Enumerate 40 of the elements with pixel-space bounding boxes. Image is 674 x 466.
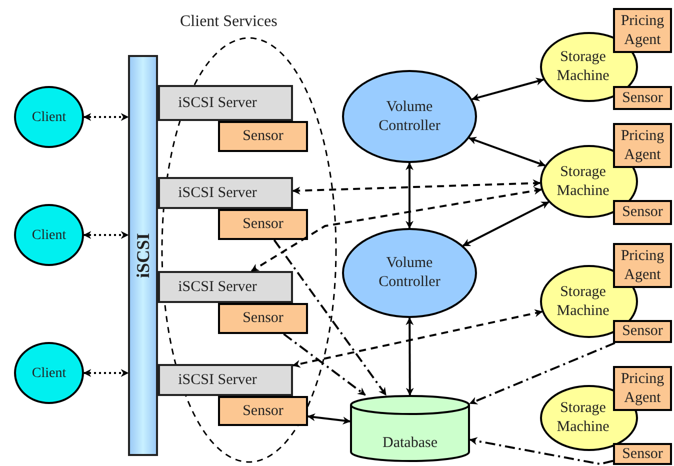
sensor-box: Sensor	[218, 121, 308, 152]
arrow	[471, 78, 544, 102]
arrow	[469, 437, 614, 466]
server-box: iSCSI Server	[158, 364, 293, 396]
server-box: iSCSI Server	[158, 177, 293, 209]
arrow	[468, 136, 546, 167]
arrow	[250, 186, 542, 272]
arrow	[406, 162, 414, 229]
iscsi-bar: iSCSI	[128, 55, 158, 456]
agent-box: Pricing Agent	[613, 243, 672, 288]
arrow	[406, 317, 414, 396]
arrow	[273, 239, 387, 396]
sensor-box: Sensor	[218, 396, 308, 426]
arrow	[283, 333, 366, 396]
agent-box: Pricing Agent	[613, 123, 672, 168]
arrow	[83, 231, 129, 239]
client-circle: Client	[14, 342, 84, 404]
agent-box: Pricing Agent	[613, 366, 672, 411]
sensor-box: Sensor	[613, 320, 672, 343]
sensor-box: Sensor	[613, 443, 672, 465]
arrow	[83, 113, 129, 121]
server-box: iSCSI Server	[158, 85, 293, 121]
sensor-box: Sensor	[613, 86, 672, 110]
arrow	[292, 179, 541, 195]
arrow	[292, 309, 543, 368]
client-circle: Client	[14, 204, 84, 266]
controller-ellipse: Volume Controller	[342, 70, 477, 163]
sensor-box: Sensor	[218, 303, 308, 334]
arrow	[462, 201, 550, 247]
sensor-box: Sensor	[218, 209, 308, 240]
arrow	[307, 413, 351, 425]
group-heading: Client Services	[180, 12, 278, 32]
arrow	[83, 369, 129, 377]
agent-box: Pricing Agent	[613, 8, 672, 53]
controller-ellipse: Volume Controller	[342, 228, 477, 318]
client-circle: Client	[14, 86, 84, 148]
arrow	[469, 342, 616, 404]
sensor-box: Sensor	[613, 200, 672, 225]
server-box: iSCSI Server	[158, 271, 293, 303]
database-cylinder: Database	[350, 395, 470, 462]
